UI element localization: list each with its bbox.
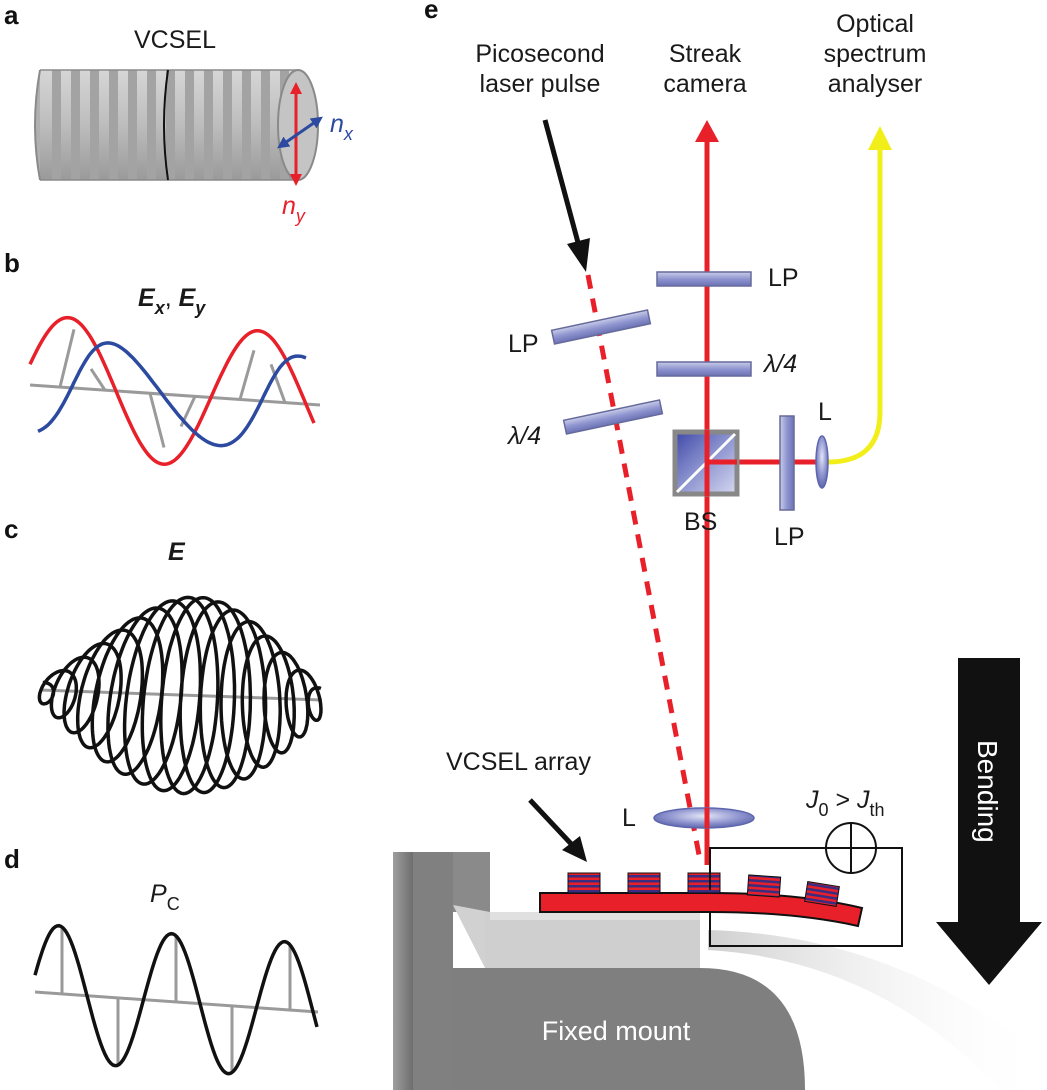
panel-d-letter: d	[4, 844, 20, 874]
lp-left	[550, 309, 652, 345]
lp-top	[656, 271, 752, 287]
vcsel-cylinder	[34, 69, 323, 186]
vcsel-pillars	[567, 872, 840, 907]
panel-a-letter: a	[4, 0, 19, 30]
dbr-stripe	[166, 70, 175, 180]
panel-b-letter: b	[4, 248, 20, 278]
nx-arrow	[277, 116, 323, 149]
pulse-arrow-head	[567, 238, 590, 272]
bending-label: Bending	[972, 740, 1003, 843]
vcsel-pillar	[687, 872, 721, 894]
qwp-right-label: λ/4	[762, 350, 797, 378]
vcsel-pillar	[567, 872, 601, 894]
streak-label-2: camera	[663, 70, 746, 98]
dbr-stripe	[204, 70, 213, 180]
streak-arrow-head	[695, 120, 719, 142]
mount-body	[453, 968, 805, 1090]
wave-projection-line	[148, 392, 166, 448]
wave-projection-line	[58, 329, 76, 388]
panel-c-letter: c	[4, 514, 18, 544]
panel-d: d PC	[4, 844, 319, 1076]
vcsel-pillar	[804, 881, 840, 907]
lens-small	[815, 435, 829, 489]
osa-label-3: analyser	[828, 70, 923, 98]
lp-left-label: LP	[508, 330, 539, 358]
lens-small-label: L	[818, 398, 832, 426]
propagation-axis-b	[29, 383, 321, 407]
panel-e: e Picosecond laser pulse Streak camera O…	[393, 0, 1047, 1090]
active-region	[163, 69, 169, 181]
osa-label-1: Optical	[836, 10, 914, 38]
panel-e-letter: e	[424, 0, 438, 24]
qwp-left	[562, 399, 664, 435]
pump-beam	[585, 274, 703, 861]
lp-bottom	[779, 415, 795, 511]
bent-substrate-shadow	[708, 930, 1047, 1090]
osa-arrow-head	[868, 126, 892, 150]
vcsel-array-arrow-head	[562, 836, 587, 862]
mount-wall-left	[393, 852, 413, 1090]
vcsel-array-label: VCSEL array	[446, 748, 591, 776]
pulse-arrow-line	[542, 119, 583, 251]
dbr-stripe	[128, 70, 137, 180]
streak-label-1: Streak	[669, 40, 742, 68]
ey-wave	[28, 315, 316, 466]
dbr-stripe	[147, 70, 156, 180]
pc-label: PC	[150, 880, 180, 914]
wave-projection-line	[269, 363, 287, 404]
dbr-stripe	[90, 70, 99, 180]
pc-wave	[33, 923, 319, 1076]
lens-bottom	[653, 807, 755, 829]
vcsel-array-arrow-line	[528, 798, 577, 850]
panel-c: c E	[4, 514, 323, 796]
wave-projection-lines	[58, 329, 287, 448]
osa-label-2: spectrum	[824, 40, 927, 68]
ex-ey-label: Ex, Ey	[138, 284, 206, 318]
circuit-wire-left	[709, 847, 826, 890]
bending-arrow	[936, 658, 1042, 985]
ex-wave	[37, 341, 307, 448]
dbr-stripe	[242, 70, 251, 180]
time-axis-d	[34, 990, 319, 1014]
vcsel-title: VCSEL	[134, 26, 216, 54]
panel-b: b Ex, Ey	[4, 248, 321, 466]
picosecond-label-2: laser pulse	[480, 70, 601, 98]
wave-projection-line	[89, 368, 107, 391]
ny-label: ny	[282, 192, 306, 226]
fibre-to-osa	[827, 148, 883, 465]
dbr-stripes	[52, 70, 289, 180]
dbr-stripe	[261, 70, 270, 180]
lens-bottom-label: L	[622, 804, 636, 832]
dbr-stripe	[185, 70, 194, 180]
current-label: J0 > Jth	[805, 786, 885, 820]
dbr-stripe	[52, 70, 61, 180]
picosecond-label-1: Picosecond	[475, 40, 604, 68]
e-field-label: E	[168, 538, 186, 566]
pc-projection-lines	[60, 927, 292, 1073]
vcsel-pillar	[746, 874, 782, 898]
lp-bottom-label: LP	[774, 523, 805, 551]
polarization-helix	[37, 595, 323, 796]
dbr-stripe	[223, 70, 232, 180]
qwp-right	[656, 361, 752, 377]
fixed-mount-label: Fixed mount	[542, 1016, 691, 1046]
dbr-stripe	[109, 70, 118, 180]
qwp-left-label: λ/4	[506, 422, 541, 450]
mount-wall	[413, 852, 453, 1090]
circuit-wire-right	[709, 847, 903, 947]
lp-top-label: LP	[768, 264, 799, 292]
dbr-stripe	[71, 70, 80, 180]
panel-a: a VCSEL nx ny	[4, 0, 354, 226]
nx-label: nx	[330, 110, 354, 144]
bs-label: BS	[684, 508, 717, 536]
vcsel-pillar	[627, 872, 661, 894]
wave-projection-line	[238, 349, 256, 400]
